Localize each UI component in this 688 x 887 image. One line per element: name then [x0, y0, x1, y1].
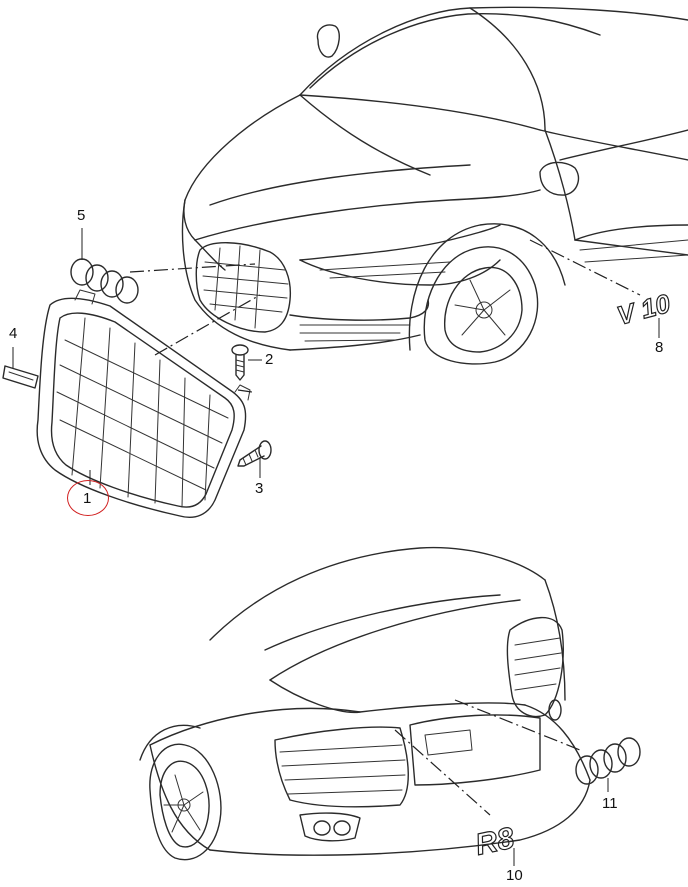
callout-10: 10 [506, 867, 523, 884]
callout-5: 5 [77, 207, 86, 224]
rear-leader-lines [513, 778, 609, 866]
front-car-illustration [181, 6, 688, 365]
screw-part-2 [231, 344, 249, 381]
grille-assembly-drawing [36, 289, 251, 518]
callout-1-highlight-ring [67, 480, 109, 516]
rear-car-illustration [139, 546, 591, 861]
front-leader-lines [12, 228, 660, 485]
callout-8: 8 [655, 339, 664, 356]
callout-3: 3 [255, 480, 264, 497]
rear-assembly-lines [394, 699, 581, 816]
callout-11: 11 [602, 795, 618, 812]
rear-badge-text: R8 [473, 822, 518, 862]
rear-rings-emblem [575, 737, 641, 785]
front-assembly-lines [129, 239, 641, 393]
screw-part-3 [237, 440, 272, 467]
front-rings-emblem [70, 258, 139, 304]
side-badge-v10-drawing: V 10 [613, 287, 674, 331]
small-badge-part-4 [2, 365, 39, 389]
callout-4: 4 [9, 325, 18, 342]
callout-2: 2 [265, 351, 274, 368]
side-badge-text: V 10 [614, 288, 674, 331]
rear-badge-r8-drawing: R8 [472, 821, 518, 863]
